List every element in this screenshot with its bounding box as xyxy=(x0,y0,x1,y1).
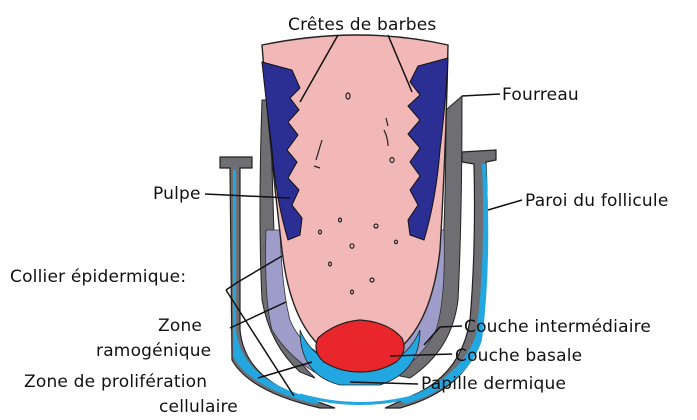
label-papille-dermique: Papille dermique xyxy=(421,374,566,394)
label-zone-de-proliferation-line1: Zone de prolifération xyxy=(24,372,207,392)
label-cretes-de-barbes: Crêtes de barbes xyxy=(288,15,437,35)
label-zone-de-proliferation-line2: cellulaire xyxy=(159,397,238,417)
label-zone-ramogenique-line1: Zone xyxy=(158,316,202,336)
label-zone-ramogenique-line2: ramogénique xyxy=(96,341,211,361)
label-collier-epidermique: Collier épidermique: xyxy=(10,267,186,287)
label-couche-basale: Couche basale xyxy=(455,346,582,366)
label-pulpe: Pulpe xyxy=(153,184,201,204)
label-paroi-du-follicule: Paroi du follicule xyxy=(525,191,668,211)
label-fourreau: Fourreau xyxy=(502,85,579,105)
label-couche-intermediaire: Couche intermédiaire xyxy=(464,317,651,337)
